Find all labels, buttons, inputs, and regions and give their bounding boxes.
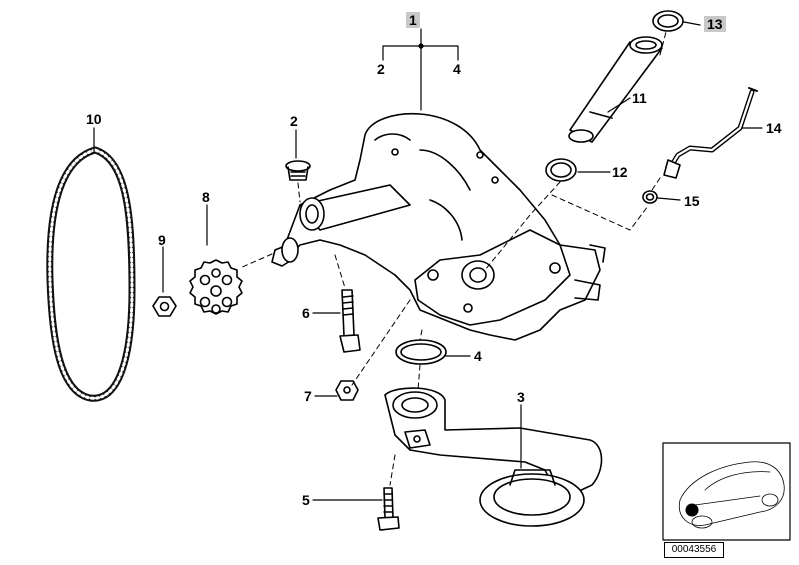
pipe-14-icon — [663, 87, 758, 179]
sprocket-icon — [189, 259, 243, 315]
callout-2-plug: 2 — [290, 113, 298, 129]
callout-13: 13 — [704, 16, 726, 32]
ring-13-icon — [652, 10, 684, 32]
callout-4-ring: 4 — [474, 348, 482, 364]
plug-icon — [285, 160, 311, 181]
suction-pipe-icon — [384, 387, 603, 527]
callout-7: 7 — [304, 388, 312, 404]
ring-12-icon — [545, 158, 577, 182]
bolt-6-icon — [339, 289, 361, 353]
assembly-lines — [239, 31, 667, 486]
bolt-5-icon — [377, 487, 400, 531]
callout-4-top: 4 — [453, 61, 461, 77]
oil-pump-icon — [271, 112, 606, 341]
callout-2-top: 2 — [377, 61, 385, 77]
car-thumbnail-icon — [662, 442, 791, 541]
callout-12: 12 — [612, 164, 628, 180]
callout-8: 8 — [202, 189, 210, 205]
diagram-id-label: 00043556 — [664, 542, 724, 558]
hex-nut-icon — [152, 296, 177, 317]
leader-lines — [93, 21, 763, 501]
callout-5: 5 — [302, 492, 310, 508]
callout-9: 9 — [158, 232, 166, 248]
callout-15: 15 — [684, 193, 700, 209]
callout-11: 11 — [632, 90, 647, 106]
drive-chain-icon — [46, 146, 136, 402]
callout-10: 10 — [86, 111, 102, 127]
callout-1: 1 — [406, 12, 420, 28]
o-ring-icon — [395, 339, 447, 365]
dipstick-tube-icon — [568, 36, 663, 143]
callout-14: 14 — [766, 120, 782, 136]
flange-nut-icon — [335, 380, 359, 401]
ring-15-icon — [642, 190, 658, 204]
callout-3: 3 — [517, 389, 525, 405]
callout-6: 6 — [302, 305, 310, 321]
